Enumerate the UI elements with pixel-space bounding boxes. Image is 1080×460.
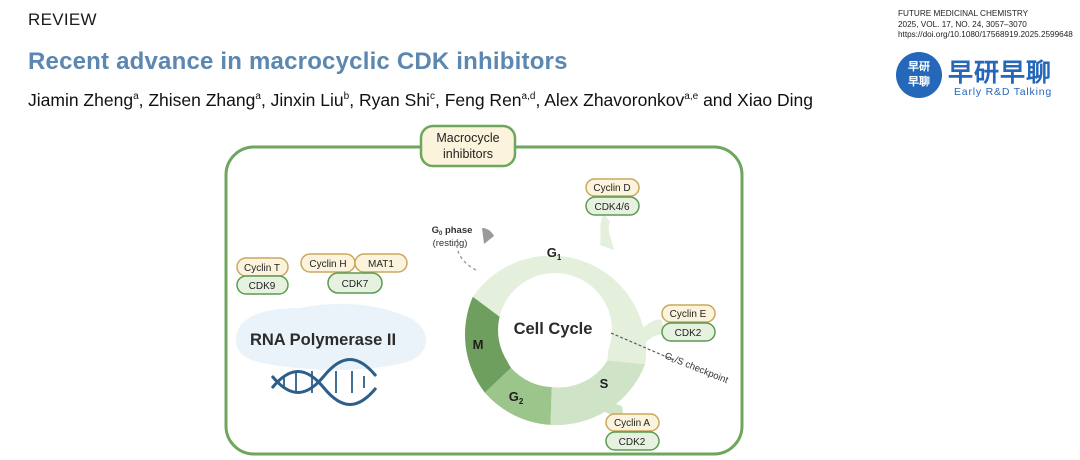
- journal-doi[interactable]: https://doi.org/10.1080/17568919.2025.25…: [898, 30, 1073, 40]
- author-name: Jiamin Zheng: [28, 90, 134, 110]
- author-name: Ryan Shi: [358, 90, 430, 110]
- cyclin-a-pill: [605, 413, 660, 432]
- author-affiliation: a: [133, 91, 139, 103]
- dna-helix-icon: [270, 358, 378, 406]
- checkpoint-line: [610, 332, 677, 362]
- logo-badge-icon: 早研 早聊: [896, 52, 942, 98]
- logo-subtitle: Early R&D Talking: [954, 86, 1053, 98]
- journal-name: FUTURE MEDICINAL CHEMISTRY: [898, 9, 1029, 18]
- cdk46-label: CDK4/6: [594, 202, 629, 213]
- author-affiliation: a,e: [684, 91, 699, 103]
- g1-label: G1: [547, 245, 562, 262]
- section-label: REVIEW: [28, 10, 97, 29]
- cdk2-a-pill: [605, 431, 660, 451]
- macrocycle-box: [419, 124, 517, 168]
- cdk9-pill: [236, 275, 289, 295]
- author-name: Feng Ren: [444, 90, 522, 110]
- cdk7-pill: [327, 272, 383, 294]
- cdk46-pill: [585, 196, 640, 216]
- cyclin-e-label: Cyclin E: [670, 309, 707, 320]
- g0-curved-arrow: [456, 237, 477, 271]
- author-name: Jinxin Liu: [270, 90, 344, 110]
- cdk2-a-label: CDK2: [619, 437, 646, 448]
- logo-name: 早研早聊: [948, 59, 1053, 87]
- author-separator: ,: [434, 90, 445, 110]
- g1-phase-segment: [472, 255, 647, 365]
- author-separator: ,: [260, 90, 271, 110]
- macrocycle-label-2: inhibitors: [443, 147, 493, 161]
- mat1-label: MAT1: [368, 259, 394, 270]
- g0-arrow-head-icon: [482, 228, 494, 244]
- cyclin-h-label: Cyclin H: [309, 259, 346, 270]
- logo-badge-line2: 早聊: [908, 76, 930, 88]
- cyclin-d-label: Cyclin D: [593, 183, 630, 194]
- cdk9-label: CDK9: [249, 281, 276, 292]
- author-affiliation: a,d: [521, 91, 536, 103]
- logo-badge-line1: 早研: [908, 61, 930, 73]
- cdk2-e-label: CDK2: [675, 328, 702, 339]
- author-name: Zhisen Zhang: [148, 90, 256, 110]
- author-separator: ,: [349, 90, 359, 110]
- author-separator: and: [698, 90, 738, 110]
- watermark-logo: 早研 早聊 早研早聊 Early R&D Talking: [896, 52, 1080, 102]
- cell-cycle-center: [498, 273, 612, 387]
- cdk2-e-pill: [661, 322, 716, 342]
- g0-sub-label: (resting): [433, 238, 468, 249]
- s-phase-segment: [550, 360, 646, 426]
- g0-label: G0 phase: [432, 225, 473, 237]
- cyclin-a-label: Cyclin A: [614, 418, 650, 429]
- rna-polymerase-blob: [236, 303, 427, 370]
- mat1-pill: [354, 253, 408, 273]
- paper-title: Recent advance in macrocyclic CDK inhibi…: [28, 48, 568, 75]
- cyclin-e-pill: [661, 304, 716, 323]
- author-affiliation: b: [343, 91, 350, 103]
- g1-stem: [600, 214, 614, 250]
- macrocycle-label-1: Macrocycle: [436, 131, 499, 145]
- author-affiliation: a: [255, 91, 261, 103]
- s-label: S: [600, 376, 609, 391]
- rna-polymerase-label: RNA Polymerase II: [250, 331, 396, 349]
- cyclin-t-label: Cyclin T: [244, 263, 280, 274]
- journal-info: FUTURE MEDICINAL CHEMISTRY 2025, VOL. 17…: [898, 9, 1073, 41]
- author-affiliation: c: [429, 91, 435, 103]
- cyclin-d-pill: [585, 178, 640, 197]
- author-separator: ,: [535, 90, 545, 110]
- author-separator: ,: [138, 90, 149, 110]
- author-list: Jiamin Zhenga, Zhisen Zhanga, Jinxin Liu…: [28, 90, 813, 111]
- cell-cycle-ring: [464, 214, 664, 426]
- m-label: M: [473, 337, 484, 352]
- cell-cycle-label: Cell Cycle: [514, 320, 593, 338]
- author-name: Xiao Ding: [737, 90, 814, 110]
- author-name: Alex Zhavoronkov: [544, 90, 685, 110]
- g1s-stem: [640, 319, 664, 344]
- journal-volume: 2025, VOL. 17, NO. 24, 3057–3070: [898, 19, 1027, 29]
- cdk7-label: CDK7: [342, 279, 369, 290]
- g2-label: G2: [509, 389, 524, 406]
- g2-phase-segment: [484, 367, 552, 425]
- s-stem: [600, 396, 624, 419]
